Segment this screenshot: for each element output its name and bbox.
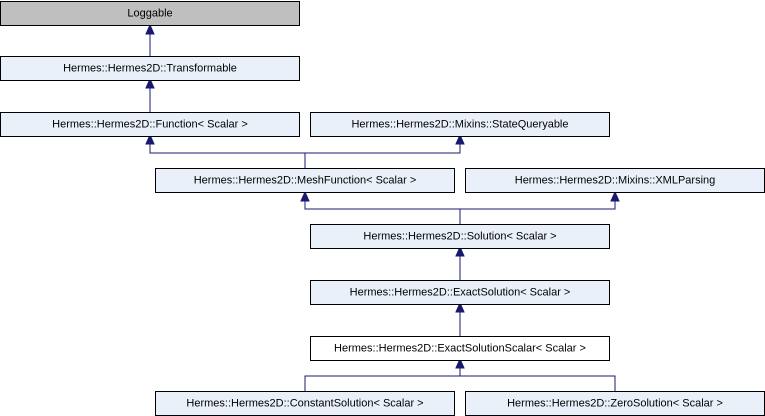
edge-meshfunction-to-function [149, 140, 306, 168]
node-label: Hermes::Hermes2D::Solution< Scalar > [363, 231, 556, 243]
node-box [465, 391, 765, 416]
arrowhead-solution [455, 245, 465, 257]
node-label: Hermes::Hermes2D::Function< Scalar > [52, 119, 248, 131]
class-node-exactsolution[interactable]: Hermes::Hermes2D::ExactSolution< Scalar … [310, 280, 610, 305]
node-box [310, 112, 610, 137]
node-box [155, 168, 455, 193]
edge-solution-to-meshfunction [304, 197, 461, 224]
node-label: Hermes::Hermes2D::Mixins::StateQueryable [351, 119, 568, 131]
node-label: Hermes::Hermes2D::ExactSolution< Scalar … [350, 287, 571, 299]
node-box [310, 336, 610, 361]
class-node-loggable[interactable]: Loggable [0, 1, 300, 26]
edges [145, 23, 620, 391]
class-node-xmlparsing[interactable]: Hermes::Hermes2D::Mixins::XMLParsing [465, 168, 765, 193]
edge-constantsolution-to-exactsolutionscalar [304, 364, 461, 391]
node-label: Hermes::Hermes2D::MeshFunction< Scalar > [194, 175, 417, 187]
arrowhead-loggable [145, 23, 155, 35]
class-node-constantsolution[interactable]: Hermes::Hermes2D::ConstantSolution< Scal… [155, 391, 455, 416]
edge-zerosolution-to-exactsolutionscalar [460, 375, 616, 391]
class-node-meshfunction[interactable]: Hermes::Hermes2D::MeshFunction< Scalar > [155, 168, 455, 193]
class-node-transformable[interactable]: Hermes::Hermes2D::Transformable [0, 56, 300, 81]
node-box [0, 112, 300, 137]
node-label: Hermes::Hermes2D::Transformable [63, 63, 237, 75]
arrowhead-meshfunction [300, 190, 310, 202]
class-node-statequeryable[interactable]: Hermes::Hermes2D::Mixins::StateQueryable [310, 112, 610, 137]
arrowhead-xmlparsing [610, 190, 620, 202]
arrowhead-exactsolution [455, 301, 465, 313]
node-box [0, 56, 300, 81]
node-box [310, 280, 610, 305]
node-label: Hermes::Hermes2D::Mixins::XMLParsing [515, 175, 716, 187]
arrowhead-function [145, 133, 155, 145]
edge-solution-to-xmlparsing [460, 197, 616, 210]
node-label: Hermes::Hermes2D::ExactSolutionScalar< S… [334, 343, 586, 355]
class-node-exactsolutionscalar: Hermes::Hermes2D::ExactSolutionScalar< S… [310, 336, 610, 361]
node-box [155, 391, 455, 416]
node-box [0, 1, 300, 26]
class-node-solution[interactable]: Hermes::Hermes2D::Solution< Scalar > [310, 224, 610, 249]
class-node-zerosolution[interactable]: Hermes::Hermes2D::ZeroSolution< Scalar > [465, 391, 765, 416]
node-label: Hermes::Hermes2D::ZeroSolution< Scalar > [507, 398, 723, 410]
node-label: Hermes::Hermes2D::ConstantSolution< Scal… [186, 398, 423, 410]
node-box [310, 224, 610, 249]
arrowhead-transformable [145, 77, 155, 89]
node-box [465, 168, 765, 193]
arrowhead-exactsolutionscalar [455, 357, 465, 369]
class-node-function[interactable]: Hermes::Hermes2D::Function< Scalar > [0, 112, 300, 137]
node-label: Loggable [127, 8, 172, 20]
edge-meshfunction-to-statequeryable [305, 140, 461, 154]
arrowhead-statequeryable [455, 133, 465, 145]
